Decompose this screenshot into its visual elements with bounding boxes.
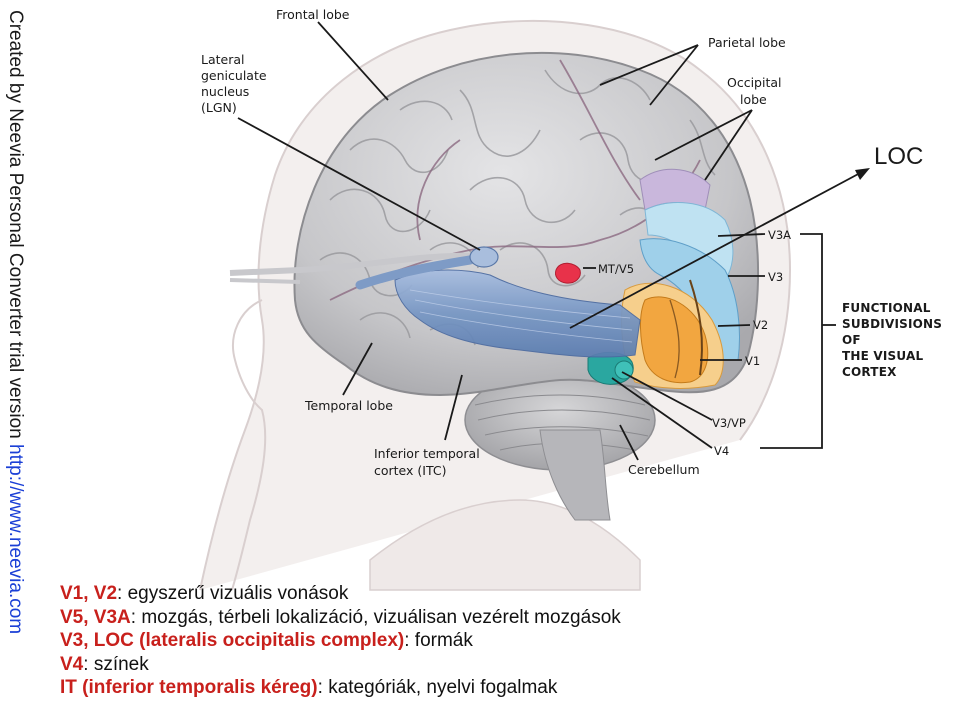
legend: V1, V2: egyszerű vizuális vonások V5, V3… xyxy=(60,582,940,700)
legend-item: V5, V3A: mozgás, térbeli lokalizáció, vi… xyxy=(60,606,621,628)
label-temporal-lobe: Temporal lobe xyxy=(305,398,393,413)
mt-v5-region xyxy=(555,262,581,284)
legend-key: V4 xyxy=(60,653,84,675)
legend-key: V5, V3A xyxy=(60,606,131,628)
label-lgn-line1: Lateral xyxy=(201,52,245,67)
func-line2: SUBDIVISIONS OF xyxy=(842,317,943,347)
legend-item: V4: színek xyxy=(60,653,149,675)
label-lgn-line3: nucleus xyxy=(201,84,250,99)
gyri-texture xyxy=(319,69,716,346)
label-v2: V2 xyxy=(753,318,769,332)
functional-subdivisions-label: FUNCTIONAL SUBDIVISIONS OF THE VISUAL CO… xyxy=(842,300,960,380)
label-v3vp: V3/VP xyxy=(712,416,746,430)
label-cerebellum: Cerebellum xyxy=(628,462,700,477)
calcarine-sulcus xyxy=(689,279,703,376)
label-v3a: V3A xyxy=(768,228,792,242)
brainstem-shape xyxy=(539,429,611,521)
watermark-text: Created by Neevia Personal Converter tri… xyxy=(5,10,26,445)
label-occipital-line1: Occipital xyxy=(727,75,782,90)
legend-text: kategóriák, nyelvi fogalmak xyxy=(328,677,558,698)
label-occipital-line2: lobe xyxy=(740,92,767,107)
label-v3: V3 xyxy=(768,270,784,284)
leader-lines xyxy=(237,21,766,461)
legend-item: IT (inferior temporalis kéreg): kategóri… xyxy=(60,677,558,698)
func-line1: FUNCTIONAL xyxy=(842,301,931,315)
optic-nerve xyxy=(229,252,481,276)
optic-tract-upper xyxy=(355,255,475,290)
neck-outline xyxy=(369,499,641,591)
legend-item: V3, LOC (lateralis occipitalis complex):… xyxy=(60,630,473,651)
label-v4: V4 xyxy=(714,444,730,458)
lgn-shape xyxy=(469,246,499,268)
label-lgn-line4: (LGN) xyxy=(201,100,237,115)
label-itc-line2: cortex (ITC) xyxy=(374,463,447,478)
v1-region xyxy=(640,296,709,384)
legend-key: IT (inferior temporalis kéreg) xyxy=(60,677,318,698)
watermark-link[interactable]: http://www.neevia.com xyxy=(5,444,26,635)
optic-radiation xyxy=(394,269,641,358)
loc-arrowhead xyxy=(855,168,870,180)
label-parietal-lobe: Parietal lobe xyxy=(708,35,786,50)
label-itc-line1: Inferior temporal xyxy=(374,446,480,461)
legend-text: színek xyxy=(93,653,149,675)
legend-text: mozgás, térbeli lokalizáció, vizuálisan … xyxy=(141,606,621,628)
label-mt-v5: MT/V5 xyxy=(598,262,635,276)
watermark: Created by Neevia Personal Converter tri… xyxy=(4,10,26,680)
legend-key: V1, V2 xyxy=(60,583,118,604)
label-v1: V1 xyxy=(745,354,761,368)
label-loc: LOC xyxy=(874,143,924,170)
func-line3: THE VISUAL CORTEX xyxy=(842,349,924,379)
legend-text: formák xyxy=(414,630,473,651)
legend-text: egyszerű vizuális vonások xyxy=(127,583,349,604)
face-outline xyxy=(231,299,267,591)
label-lgn-line2: geniculate xyxy=(201,68,267,83)
loc-arrow xyxy=(569,171,863,329)
label-frontal-lobe: Frontal lobe xyxy=(276,7,350,22)
legend-key: V3, LOC (lateralis occipitalis complex) xyxy=(60,630,405,651)
legend-item: V1, V2: egyszerű vizuális vonások xyxy=(60,583,349,604)
functional-bracket xyxy=(760,233,836,449)
